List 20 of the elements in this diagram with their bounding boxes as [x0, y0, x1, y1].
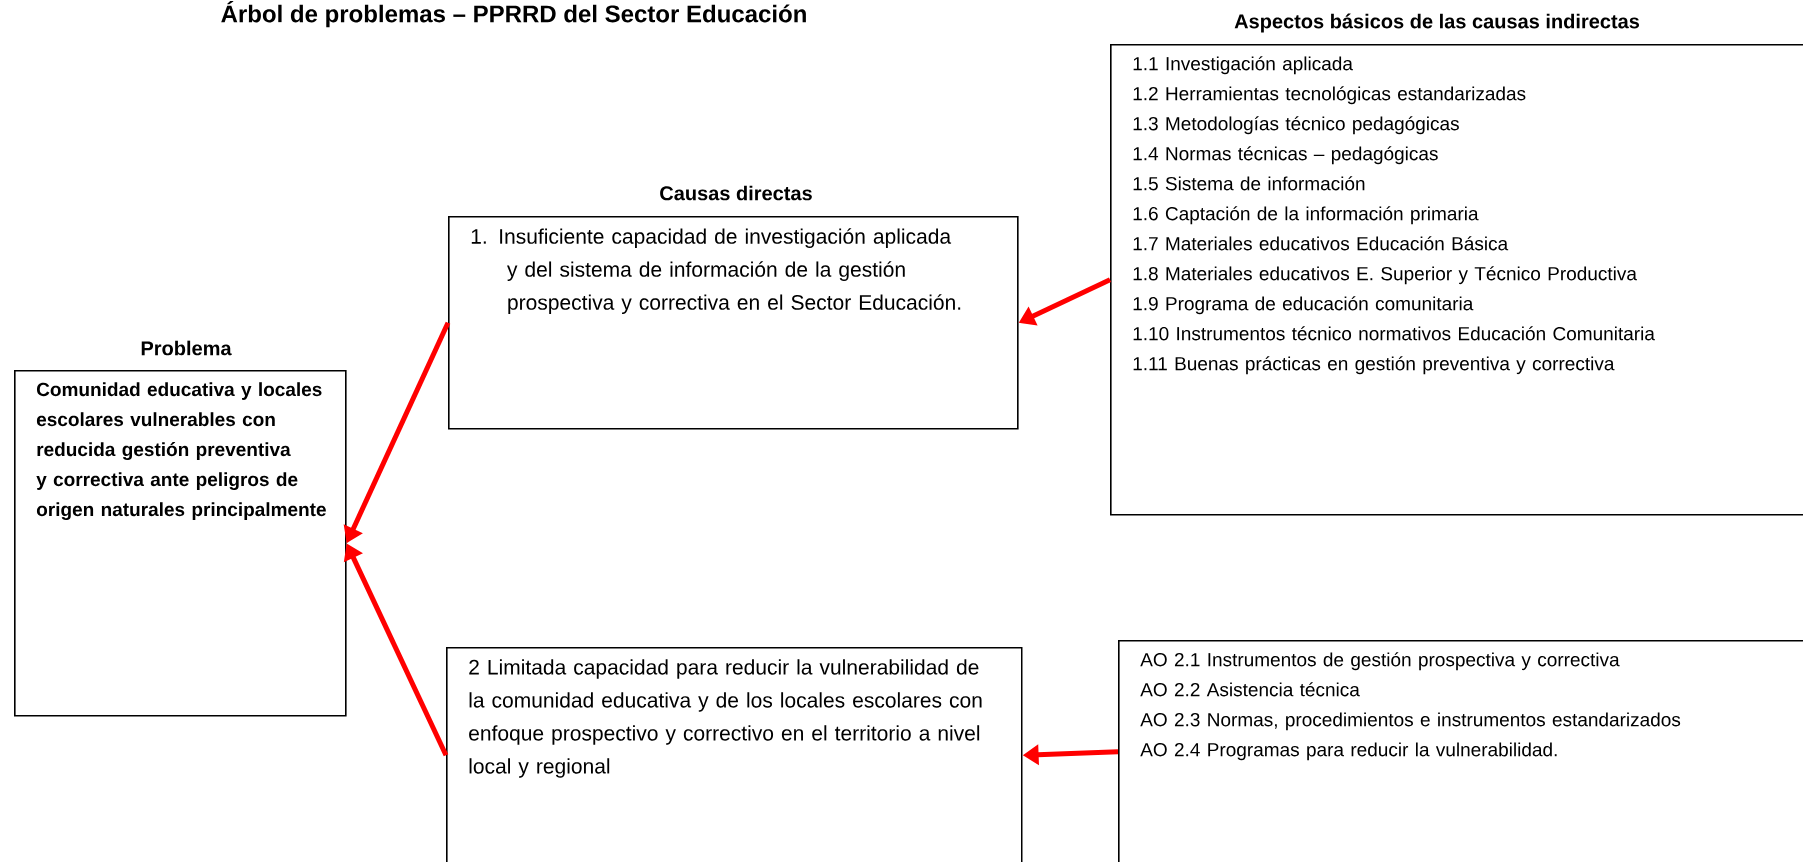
- node-label: 1.1 Investigación aplicada: [1133, 56, 1353, 75]
- column-heading: Problema: [141, 340, 232, 356]
- text-box: 1.1 Investigación aplicada 1.2 Herramientas tecnológicas estandarizadas 1.3 Metodologías técnico pedagógicas 1.4 Normas técnicas – pedagógicas 1.5 Sistema de información 1.6 Captación de la información primaria 1.7 Materiales educativos Educación Básica 1.8 Materiales educativos E. Superior y Técnico Productiva 1.9 Programa de educación comunitaria 1.10 Instrumentos técnico normativos Educación Comunitaria 1.11 Buenas prácticas en gestión preventiva y correctiva: [1110, 44, 1803, 516]
- node-label: 1.10 Instrumentos técnico normativos Educación Comunitaria: [1133, 326, 1655, 341]
- node-label: 1.5 Sistema de información: [1133, 176, 1365, 191]
- node-label: 1.6 Captación de la información primaria: [1133, 206, 1479, 225]
- node-label: 1.8 Materiales educativos E. Superior y Técnico Productiva: [1133, 266, 1637, 285]
- node-label: 1.7 Materiales educativos Educación Básica: [1133, 236, 1509, 251]
- text-box: AO 2.1 Instrumentos de gestión prospectiva y correctiva AO 2.2 Asistencia técnica AO 2.3 Normas, procedimientos e instrumentos estandarizados AO 2.4 Programas para reducir la vulnerabilidad.: [1118, 640, 1803, 862]
- column-heading: Causas directas: [660, 185, 812, 201]
- node-label: 1.11 Buenas prácticas en gestión preventiva y correctiva: [1133, 356, 1615, 375]
- node-label: 1.4 Normas técnicas – pedagógicas: [1133, 146, 1438, 165]
- text-box: Comunidad educativa y locales escolares vulnerables con reducida gestión preventiva y correctiva ante peligros de origen naturales principalmente: [14, 370, 347, 717]
- node-label: 1.2 Herramientas tecnológicas estandarizadas: [1133, 86, 1526, 105]
- node-label: 1.3 Metodologías técnico pedagógicas: [1133, 116, 1459, 135]
- column-heading: Aspectos básicos de las causas indirectas: [1234, 13, 1640, 33]
- title: Árbol de problemas – PPRRD del Sector Educación: [221, 0, 806, 28]
- text-box: 1. Insuficiente capacidad de investigación aplicada y del sistema de información de la gestión prospectiva y correctiva en el Sector Educación.: [448, 216, 1019, 430]
- node-label: 1.9 Programa de educación comunitaria: [1133, 296, 1474, 315]
- text-box: 2 Limitada capacidad para reducir la vulnerabilidad de la comunidad educativa y de los locales escolares con enfoque prospectivo y correctivo en el territorio a nivel local y regional: [446, 647, 1023, 862]
